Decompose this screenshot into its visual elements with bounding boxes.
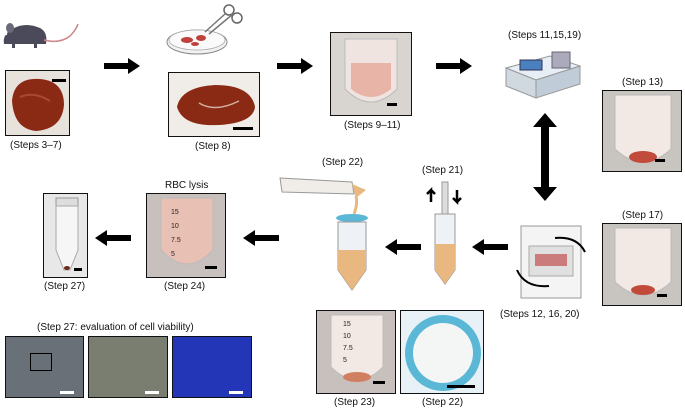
liver-photo-2 (168, 72, 260, 137)
caption-step-27-eval: (Step 27: evaluation of cell viability) (37, 322, 194, 333)
caption-step-22-pour: (Step 22) (322, 157, 364, 168)
scale-bar (373, 381, 385, 384)
tube-photo-step-24: 15 10 7.5 5 (146, 193, 226, 278)
syringe-illustration (426, 181, 462, 285)
tube-mark: 7.5 (171, 237, 181, 244)
caption-steps-9-11: (Steps 9–11) (344, 120, 401, 131)
caption-step-27: (Step 27) (44, 281, 86, 292)
shaker-illustration (504, 51, 582, 99)
tube-mark: 10 (343, 333, 351, 340)
tube-photo-steps-9-11 (330, 32, 412, 116)
liver-photo-1 (5, 70, 70, 136)
scale-bar (229, 391, 243, 394)
scale-bar (233, 127, 253, 130)
scale-bar (657, 294, 667, 297)
scale-bar (60, 391, 74, 394)
tube-photo-step-27 (43, 193, 88, 278)
caption-rbc-lysis: RBC lysis (165, 180, 209, 191)
microscopy-trypan-blue (172, 336, 252, 398)
cell-strainer-photo-step-22 (400, 310, 484, 394)
arrow-left-icon (95, 230, 131, 246)
petri-dish-scissors-illustration (166, 4, 243, 55)
microscopy-brightfield-low (5, 336, 84, 398)
caption-step-13: (Step 13) (622, 77, 664, 88)
scale-bar (447, 385, 475, 388)
caption-step-17: (Step 17) (622, 210, 664, 221)
double-arrow-icon (533, 113, 557, 201)
tube-photo-step-23: 15 10 7.5 5 (316, 310, 396, 394)
mouse-illustration (3, 23, 79, 48)
rotator-illustration (516, 225, 586, 299)
tube-mark: 15 (171, 209, 179, 216)
caption-steps-3-7: (Steps 3–7) (10, 140, 62, 151)
caption-step-23: (Step 23) (334, 397, 376, 408)
tube-mark: 10 (171, 223, 179, 230)
caption-step-21: (Step 21) (422, 165, 464, 176)
arrow-left-icon (385, 239, 421, 255)
caption-step-24: (Step 24) (164, 281, 206, 292)
pouring-filter-illustration (279, 177, 368, 291)
arrow-left-icon (243, 230, 279, 246)
caption-step-8: (Step 8) (195, 141, 231, 152)
tube-photo-step-13 (602, 90, 682, 172)
caption-step-22-filter: (Step 22) (422, 397, 464, 408)
caption-steps-12-16-20: (Steps 12, 16, 20) (500, 309, 580, 320)
tube-photo-step-17 (602, 223, 682, 306)
arrow-left-icon (472, 239, 508, 255)
tube-mark: 7.5 (343, 345, 353, 352)
tube-mark: 5 (171, 251, 175, 258)
tube-mark: 5 (343, 357, 347, 364)
tube-mark: 15 (343, 321, 351, 328)
arrow-right-icon (104, 58, 140, 74)
scale-bar (655, 159, 665, 162)
scale-bar (74, 268, 82, 271)
microscopy-brightfield-high (88, 336, 168, 398)
scale-bar (52, 79, 66, 82)
caption-steps-11-15-19: (Steps 11,15,19) (508, 30, 582, 41)
arrow-right-icon (436, 58, 472, 74)
arrow-right-icon (277, 58, 313, 74)
scale-bar (205, 266, 217, 269)
scale-bar (387, 103, 397, 106)
scale-bar (145, 391, 159, 394)
